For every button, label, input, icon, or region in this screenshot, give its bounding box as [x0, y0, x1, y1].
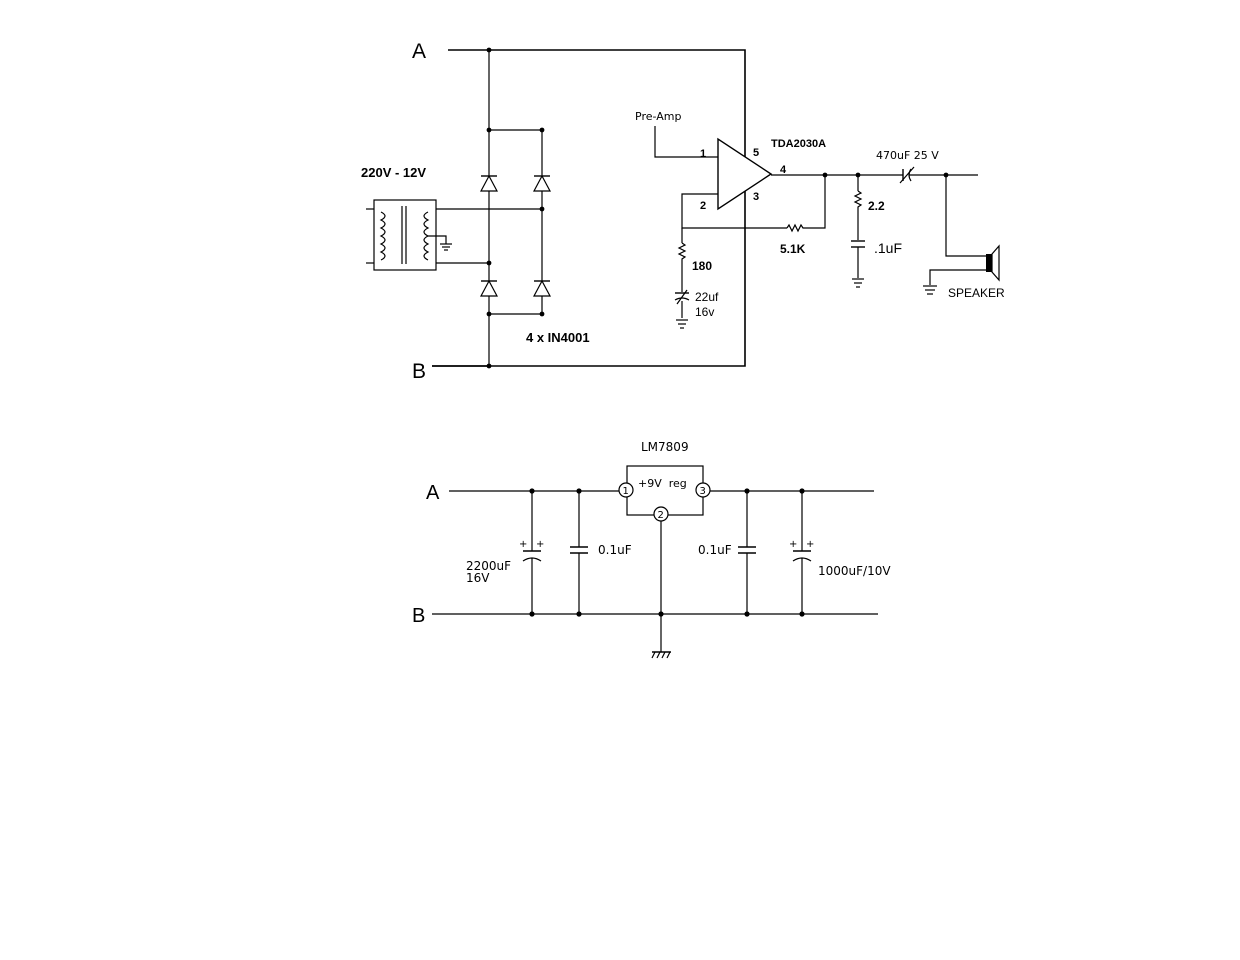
- pin-3-label: 3: [700, 486, 706, 497]
- ic-label: TDA2030A: [771, 138, 826, 150]
- regulator-ic-icon: [626, 465, 704, 516]
- ground-icon: [852, 278, 864, 288]
- electrolytic-capacitor-icon: [792, 491, 812, 614]
- transformer-label: 220V - 12V: [361, 165, 426, 180]
- ground-capacitor-value: 22uf: [695, 290, 719, 304]
- electrolytic-capacitor-icon: [674, 289, 690, 318]
- input-capacitor-value: 2200uF: [466, 559, 511, 573]
- polarity-mark: +: [519, 539, 527, 550]
- output-capacitor-label: 470uF 25 V: [876, 149, 939, 162]
- preamp-input-wire: [654, 126, 718, 158]
- preamp-label: Pre-Amp: [635, 110, 681, 123]
- feedback-resistor-icon: [786, 175, 826, 233]
- polarity-mark: +: [789, 539, 797, 550]
- feedback-wire: [681, 193, 787, 229]
- capacitor-icon: [570, 491, 588, 614]
- regulator-node-a-label: A: [426, 482, 440, 504]
- ic-pin-1: 1: [700, 148, 706, 160]
- junction-dot: [486, 260, 492, 266]
- junction-dot: [539, 311, 545, 317]
- output-decoupling-label: 0.1uF: [698, 543, 732, 557]
- pin-3-icon: [695, 482, 711, 498]
- rectifier-label: 4 x IN4001: [526, 330, 590, 345]
- ground-capacitor-voltage: 16v: [695, 305, 714, 319]
- junction-dot: [822, 172, 828, 178]
- diode-icon: [480, 279, 498, 297]
- diode-icon: [533, 279, 551, 297]
- rail-a-wire: [432, 49, 746, 367]
- zobel-capacitor-label: .1uF: [874, 240, 902, 256]
- pin-1-label: 1: [623, 486, 629, 497]
- output-capacitor-label: 1000uF/10V: [818, 564, 891, 578]
- amplifier-circuit: A B: [361, 40, 1005, 383]
- regulator-circuit: A B LM7809 +9V reg 1 3 2: [412, 440, 891, 659]
- junction-dot: [486, 311, 492, 317]
- amplifier-ic-icon: [717, 137, 773, 211]
- regulator-ic-label: LM7809: [641, 440, 689, 454]
- junction-dot: [486, 363, 492, 369]
- input-capacitor-voltage: 16V: [466, 571, 490, 585]
- node-a-label: A: [412, 40, 426, 63]
- pin-2-label: 2: [658, 510, 664, 521]
- ground-resistor-label: 180: [692, 259, 712, 273]
- node-b-label: B: [412, 360, 426, 383]
- junction-dot: [486, 127, 492, 133]
- zobel-resistor-label: 2.2: [868, 199, 885, 213]
- ic-pin-2: 2: [700, 200, 706, 212]
- regulator-node-b-label: B: [412, 605, 425, 627]
- ic-pin-3: 3: [753, 191, 759, 203]
- ground-icon: [923, 285, 937, 295]
- speaker-ground-wire: [929, 269, 986, 285]
- junction-dot: [539, 127, 545, 133]
- chassis-ground-icon: [651, 651, 671, 659]
- junction-dot: [658, 611, 664, 617]
- capacitor-icon: [738, 491, 756, 614]
- diode-icon: [533, 174, 551, 192]
- speaker-wire: [945, 175, 986, 257]
- ground-resistor-icon: [677, 242, 687, 292]
- junction-dot: [486, 47, 492, 53]
- feedback-resistor-label: 5.1K: [780, 242, 806, 256]
- diode-icon: [480, 174, 498, 192]
- speaker-icon: [986, 244, 1000, 282]
- ground-icon: [676, 319, 688, 329]
- polarity-mark: +: [806, 539, 814, 550]
- electrolytic-capacitor-icon: [522, 491, 542, 614]
- ic-pin-4: 4: [780, 164, 787, 176]
- regulator-box-label: +9V reg: [638, 477, 687, 490]
- ic-pin-5: 5: [753, 147, 759, 159]
- capacitor-icon: [851, 240, 865, 278]
- pin-1-icon: [618, 482, 634, 498]
- speaker-label: SPEAKER: [948, 286, 1005, 300]
- junction-dot: [539, 206, 545, 212]
- input-decoupling-label: 0.1uF: [598, 543, 632, 557]
- zobel-resistor-icon: [853, 190, 863, 240]
- transformer-icon: [366, 199, 452, 271]
- polarity-mark: +: [536, 539, 544, 550]
